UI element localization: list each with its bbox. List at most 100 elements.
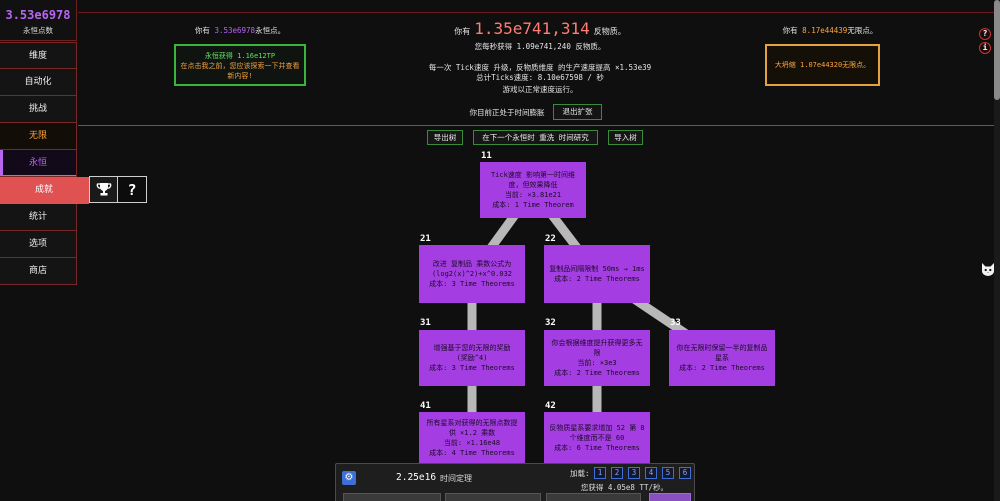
time-study-31[interactable]: 增强基于您的无限的奖励 (奖励^4) 成本: 3 Time Theorems bbox=[419, 330, 525, 386]
sidebar-item-dimensions[interactable]: 维度 bbox=[0, 42, 77, 69]
achievements-subtabs: ? bbox=[89, 176, 147, 203]
tickspeed-total: 总计Ticks速度: 8.10e67598 / 秒 bbox=[476, 73, 604, 82]
sidebar-item-label: 挑战 bbox=[28, 104, 47, 114]
export-tree-button[interactable]: 导出树 bbox=[427, 130, 463, 145]
time-study-32[interactable]: 你会根据维度提升获得更多无 限 当前: ×3e3 成本: 2 Time Theo… bbox=[544, 330, 650, 386]
sidebar-item-achievements[interactable]: 成就 bbox=[0, 177, 89, 204]
eternity-points-value: 3.53e6978 bbox=[5, 8, 71, 22]
sidebar-item-label: 商店 bbox=[28, 266, 47, 276]
tickspeed-upgrade-info: 每一次 Tick速度 升级，反物质维度 的生产速度提高 ×1.53e39 bbox=[428, 63, 652, 72]
sidebar-item-label: 永恒 bbox=[28, 158, 47, 168]
study-cost: 成本: 2 Time Theorems bbox=[554, 275, 640, 283]
preset-slot-2[interactable]: 2 bbox=[611, 467, 623, 479]
header-divider bbox=[78, 125, 994, 126]
sidebar-item-automation[interactable]: 自动化 bbox=[0, 69, 77, 96]
time-study-11[interactable]: Tick速度 影响第一时间维 度，但效果降低 当前: ×3.81e21 成本: … bbox=[480, 162, 586, 218]
study-cost: 成本: 2 Time Theorems bbox=[679, 364, 765, 372]
cat-icon[interactable] bbox=[981, 261, 995, 276]
time-study-22[interactable]: 复制品间隔限制 50ms → 1ms 成本: 2 Time Theorems bbox=[544, 245, 650, 303]
tt-purchase-button-1[interactable] bbox=[343, 493, 441, 501]
study-cost: 成本: 3 Time Theorems bbox=[429, 364, 515, 372]
study-text: 复制品间隔限制 50ms → 1ms bbox=[549, 265, 645, 273]
import-tree-button[interactable]: 导入树 bbox=[608, 130, 643, 145]
time-theorem-rate: 您获得 4.05e8 TT/秒。 bbox=[580, 483, 668, 492]
time-study-41[interactable]: 所有星系对获得的无限点数提 供 ×1.2 乘数 当前: ×1.16e48 成本:… bbox=[419, 412, 525, 464]
big-crunch-button[interactable]: 大坍缩 1.07e44320无限点。 bbox=[765, 44, 880, 86]
trophy-glyph bbox=[96, 183, 111, 196]
respec-studies-button[interactable]: 在下一个永恒时 重洗 时间研究 bbox=[473, 130, 598, 145]
game-speed-status: 游戏以正常速度运行。 bbox=[502, 85, 578, 94]
tt-buy-max-button[interactable] bbox=[649, 493, 691, 501]
eternity-button[interactable]: 永恒获得 1.16e12TP 在点击我之前，您应该探索一下并查看 新内容! bbox=[174, 44, 306, 86]
header-top-border bbox=[78, 12, 994, 13]
study-current: 当前: ×1.16e48 bbox=[443, 439, 501, 447]
eternity-gain-text: 永恒获得 1.16e12TP bbox=[204, 52, 276, 60]
sidebar-item-challenges[interactable]: 挑战 bbox=[0, 96, 77, 123]
ip-value: 8.17e44439 bbox=[802, 26, 848, 35]
time-study-21[interactable]: 改进 复制品 乘数公式为 (log2(x)^2)+x^0.032 成本: 3 T… bbox=[419, 245, 525, 303]
study-text: 增强基于您的无限的奖励 bbox=[433, 344, 511, 352]
study-number: 11 bbox=[481, 151, 492, 161]
study-number: 42 bbox=[545, 401, 556, 411]
study-text: 反物质星系要求增加 52 第 8 bbox=[549, 424, 645, 432]
study-text: 所有星系对获得的无限点数提 bbox=[426, 419, 518, 427]
gear-icon[interactable]: ⚙ bbox=[342, 471, 356, 485]
time-study-42[interactable]: 反物质星系要求增加 52 第 8 个维度而不是 60 成本: 6 Time Th… bbox=[544, 412, 650, 464]
tt-purchase-button-3[interactable] bbox=[546, 493, 641, 501]
ip-suffix: 无限点。 bbox=[847, 26, 878, 35]
preset-slot-3[interactable]: 3 bbox=[628, 467, 640, 479]
study-number: 33 bbox=[670, 318, 681, 328]
preset-slot-4[interactable]: 4 bbox=[645, 467, 657, 479]
time-theorem-panel: ⚙ 2.25e16 时间定理 加载: 1 2 3 4 5 6 您获得 4.05e… bbox=[335, 463, 695, 501]
antimatter-rate: 您每秒获得 1.09e741,240 反物质。 bbox=[474, 42, 606, 51]
preset-slot-5[interactable]: 5 bbox=[662, 467, 674, 479]
ep-value: 3.53e6978 bbox=[214, 26, 256, 35]
help-icon[interactable]: ? bbox=[127, 180, 137, 199]
time-theorem-amount: 2.25e16 bbox=[396, 472, 437, 483]
eternity-points-label: 永恒点数 bbox=[23, 26, 53, 35]
sidebar-item-shop[interactable]: 商店 bbox=[0, 258, 77, 285]
study-cost: 成本: 3 Time Theorems bbox=[429, 280, 515, 288]
am-suffix: 反物质。 bbox=[593, 27, 626, 36]
ep-prefix: 你有 bbox=[194, 26, 210, 35]
study-text: 限 bbox=[593, 349, 601, 357]
page-scrollbar[interactable] bbox=[994, 0, 1000, 501]
info-icon[interactable]: i bbox=[979, 42, 991, 54]
help-icon[interactable]: ? bbox=[979, 28, 991, 40]
study-text: Tick速度 影响第一时间维 bbox=[490, 171, 576, 179]
time-theorem-label: 时间定理 bbox=[440, 474, 472, 483]
trophy-icon[interactable] bbox=[90, 177, 118, 202]
preset-slot-1[interactable]: 1 bbox=[594, 467, 606, 479]
study-text: 度，但效果降低 bbox=[508, 181, 558, 189]
infinity-points-summary: 你有 8.17e44439无限点。 bbox=[730, 25, 930, 36]
study-current: 当前: ×3e3 bbox=[577, 359, 617, 367]
sidebar-item-infinity[interactable]: 无限 bbox=[0, 123, 77, 150]
cat-glyph bbox=[982, 263, 994, 276]
preset-label: 加载: bbox=[570, 469, 590, 478]
sidebar-item-label: 无限 bbox=[28, 131, 47, 141]
study-number: 41 bbox=[420, 401, 431, 411]
study-number: 31 bbox=[420, 318, 431, 328]
sidebar-item-label: 维度 bbox=[28, 51, 47, 61]
study-cost: 成本: 2 Time Theorems bbox=[554, 369, 640, 377]
sidebar-item-label: 成就 bbox=[34, 185, 53, 195]
sidebar-item-options[interactable]: 选项 bbox=[0, 231, 77, 258]
study-text: 个维度而不是 60 bbox=[569, 434, 625, 442]
sidebar-item-statistics[interactable]: 统计 bbox=[0, 204, 77, 231]
scrollbar-thumb[interactable] bbox=[994, 0, 1000, 100]
am-prefix: 你有 bbox=[454, 27, 471, 36]
time-study-33[interactable]: 你在无限时保留一半的复制品 星系 成本: 2 Time Theorems bbox=[669, 330, 775, 386]
sidebar-item-eternity[interactable]: 永恒 bbox=[0, 150, 77, 177]
study-text: 你在无限时保留一半的复制品 bbox=[676, 344, 768, 352]
preset-slot-6[interactable]: 6 bbox=[679, 467, 691, 479]
study-text: (log2(x)^2)+x^0.032 bbox=[431, 270, 513, 278]
antimatter-value: 1.35e741,314 bbox=[474, 19, 590, 38]
exit-dilation-button[interactable]: 退出扩张 bbox=[553, 104, 602, 120]
study-number: 22 bbox=[545, 234, 556, 244]
ip-prefix: 你有 bbox=[782, 26, 798, 35]
tt-purchase-button-2[interactable] bbox=[445, 493, 541, 501]
study-number: 21 bbox=[420, 234, 431, 244]
study-current: 当前: ×3.81e21 bbox=[504, 191, 562, 199]
sidebar-nav: 维度 自动化 挑战 无限 永恒 成就 统计 选项 商店 bbox=[0, 42, 89, 285]
sidebar-item-label: 自动化 bbox=[24, 77, 52, 87]
